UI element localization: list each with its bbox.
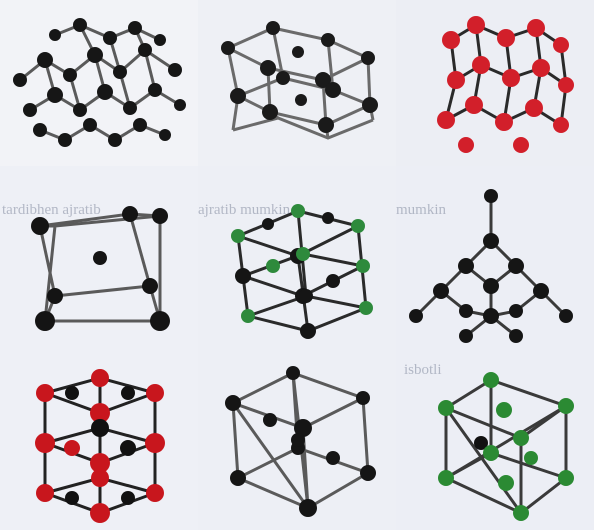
model-2 — [221, 21, 378, 140]
model-1 — [13, 18, 186, 147]
background-text: mumkin — [396, 202, 447, 218]
background-text: isbotli — [404, 362, 442, 378]
tile-3-ice-lattice — [396, 0, 594, 166]
tile-7-ionic-lattice — [0, 348, 198, 530]
model-5 — [231, 204, 373, 339]
tile-4-body-centered-cube: tardibhen ajratib — [0, 166, 198, 348]
background-text: tardibhen ajratib — [2, 202, 101, 218]
model-8 — [225, 366, 376, 517]
tile-8-bcc-cube — [198, 348, 396, 530]
model-4 — [31, 206, 170, 331]
background-text: ajratib mumkin — [198, 202, 291, 218]
model-3 — [437, 16, 574, 153]
tile-2-hexagonal-lattice — [198, 0, 396, 166]
tile-6-diamond-lattice: mumkin — [396, 166, 594, 348]
model-6 — [409, 189, 573, 343]
tile-1-molecular-lattice — [0, 0, 198, 166]
tile-9-fcc-green: isbotli — [396, 348, 594, 530]
tile-5-cubic-lattice-two-atoms: ajratib mumkin — [198, 166, 396, 348]
model-7 — [35, 369, 165, 523]
model-9 — [438, 372, 574, 521]
